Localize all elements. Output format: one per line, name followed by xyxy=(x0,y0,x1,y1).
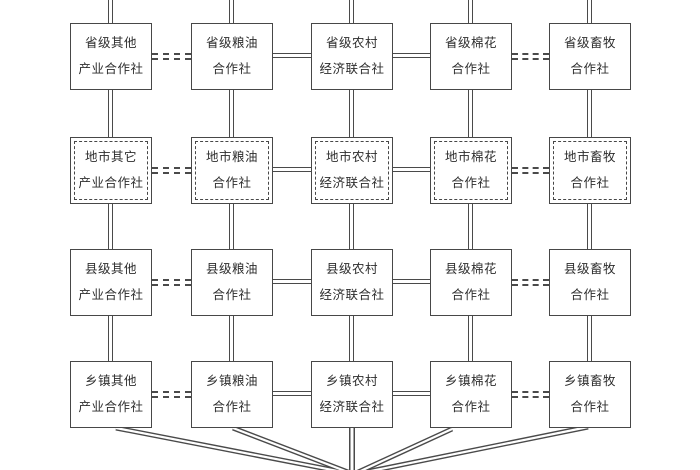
box-label: 乡镇棉花 xyxy=(444,374,497,389)
box-label: 省级农村 xyxy=(325,36,378,51)
box-label: 产业合作社 xyxy=(78,288,144,303)
vertical-connector xyxy=(468,204,473,249)
horizontal-connector-dashed xyxy=(512,167,549,174)
box-prefecture-rural-economic-union: 地市农村 经济联合社 xyxy=(311,137,393,204)
box-label: 县级粮油 xyxy=(205,262,258,277)
vertical-connector xyxy=(349,0,354,23)
box-county-other-industry: 县级其他 产业合作社 xyxy=(70,249,152,316)
box-label: 合作社 xyxy=(212,288,252,303)
box-label: 省级棉花 xyxy=(444,36,497,51)
box-label: 县级其他 xyxy=(84,262,137,277)
box-county-rural-economic-union: 县级农村 经济联合社 xyxy=(311,249,393,316)
horizontal-connector-solid xyxy=(393,391,430,396)
box-label: 县级畜牧 xyxy=(563,262,616,277)
box-label: 乡镇其他 xyxy=(84,374,137,389)
horizontal-connector-dashed xyxy=(512,279,549,286)
box-label: 乡镇农村 xyxy=(325,374,378,389)
horizontal-connector-solid xyxy=(393,53,430,58)
box-province-cotton: 省级棉花 合作社 xyxy=(430,23,512,90)
horizontal-connector-dashed xyxy=(152,53,191,60)
box-label: 合作社 xyxy=(212,176,252,191)
box-label: 合作社 xyxy=(451,288,491,303)
horizontal-connector-solid xyxy=(273,53,311,58)
vertical-connector xyxy=(229,0,234,23)
box-province-grain-oil: 省级粮油 合作社 xyxy=(191,23,273,90)
vertical-connector xyxy=(108,0,113,23)
vertical-connector xyxy=(108,316,113,361)
box-label: 省级其他 xyxy=(84,36,137,51)
horizontal-connector-dashed xyxy=(152,279,191,286)
box-township-cotton: 乡镇棉花 合作社 xyxy=(430,361,512,428)
box-label: 经济联合社 xyxy=(319,400,385,415)
box-label: 乡镇粮油 xyxy=(205,374,258,389)
vertical-connector xyxy=(229,316,234,361)
box-label: 合作社 xyxy=(570,400,610,415)
box-label: 合作社 xyxy=(212,400,252,415)
box-prefecture-grain-oil: 地市粮油 合作社 xyxy=(191,137,273,204)
horizontal-connector-solid xyxy=(273,391,311,396)
vertical-connector xyxy=(229,204,234,249)
vertical-connector xyxy=(468,90,473,137)
horizontal-connector-dashed xyxy=(152,391,191,398)
horizontal-connector-dashed xyxy=(512,391,549,398)
box-label: 县级棉花 xyxy=(444,262,497,277)
horizontal-connector-solid xyxy=(393,279,430,284)
box-label: 省级畜牧 xyxy=(563,36,616,51)
box-label: 地市棉花 xyxy=(444,150,497,165)
box-label: 合作社 xyxy=(451,62,491,77)
box-township-other-industry: 乡镇其他 产业合作社 xyxy=(70,361,152,428)
vertical-connector xyxy=(108,90,113,137)
box-county-cotton: 县级棉花 合作社 xyxy=(430,249,512,316)
box-label: 合作社 xyxy=(212,62,252,77)
horizontal-connector-dashed xyxy=(512,53,549,60)
box-township-livestock: 乡镇畜牧 合作社 xyxy=(549,361,631,428)
box-label: 合作社 xyxy=(570,176,610,191)
box-label: 经济联合社 xyxy=(319,288,385,303)
vertical-connector xyxy=(108,204,113,249)
box-label: 产业合作社 xyxy=(78,400,144,415)
box-label: 合作社 xyxy=(570,288,610,303)
vertical-connector xyxy=(587,0,592,23)
box-label: 地市农村 xyxy=(325,150,378,165)
horizontal-connector-solid xyxy=(393,167,430,172)
box-label: 合作社 xyxy=(451,400,491,415)
box-prefecture-other-industry: 地市其它 产业合作社 xyxy=(70,137,152,204)
box-county-grain-oil: 县级粮油 合作社 xyxy=(191,249,273,316)
box-label: 地市其它 xyxy=(84,150,137,165)
vertical-connector xyxy=(349,90,354,137)
box-label: 产业合作社 xyxy=(78,176,144,191)
box-label: 乡镇畜牧 xyxy=(563,374,616,389)
box-label: 经济联合社 xyxy=(319,62,385,77)
box-township-rural-economic-union: 乡镇农村 经济联合社 xyxy=(311,361,393,428)
box-province-other-industry: 省级其他 产业合作社 xyxy=(70,23,152,90)
vertical-connector xyxy=(468,316,473,361)
box-prefecture-cotton: 地市棉花 合作社 xyxy=(430,137,512,204)
vertical-connector xyxy=(587,204,592,249)
box-label: 县级农村 xyxy=(325,262,378,277)
box-label: 地市畜牧 xyxy=(563,150,616,165)
box-label: 合作社 xyxy=(570,62,610,77)
box-label: 地市粮油 xyxy=(205,150,258,165)
box-province-rural-economic-union: 省级农村 经济联合社 xyxy=(311,23,393,90)
box-township-grain-oil: 乡镇粮油 合作社 xyxy=(191,361,273,428)
box-county-livestock: 县级畜牧 合作社 xyxy=(549,249,631,316)
vertical-connector xyxy=(468,0,473,23)
vertical-connector xyxy=(349,204,354,249)
vertical-connector xyxy=(587,316,592,361)
box-label: 经济联合社 xyxy=(319,176,385,191)
box-label: 合作社 xyxy=(451,176,491,191)
box-prefecture-livestock: 地市畜牧 合作社 xyxy=(549,137,631,204)
horizontal-connector-solid xyxy=(273,279,311,284)
box-label: 省级粮油 xyxy=(205,36,258,51)
horizontal-connector-dashed xyxy=(152,167,191,174)
vertical-connector xyxy=(349,316,354,361)
vertical-connector xyxy=(587,90,592,137)
box-province-livestock: 省级畜牧 合作社 xyxy=(549,23,631,90)
box-label: 产业合作社 xyxy=(78,62,144,77)
horizontal-connector-solid xyxy=(273,167,311,172)
vertical-connector xyxy=(229,90,234,137)
